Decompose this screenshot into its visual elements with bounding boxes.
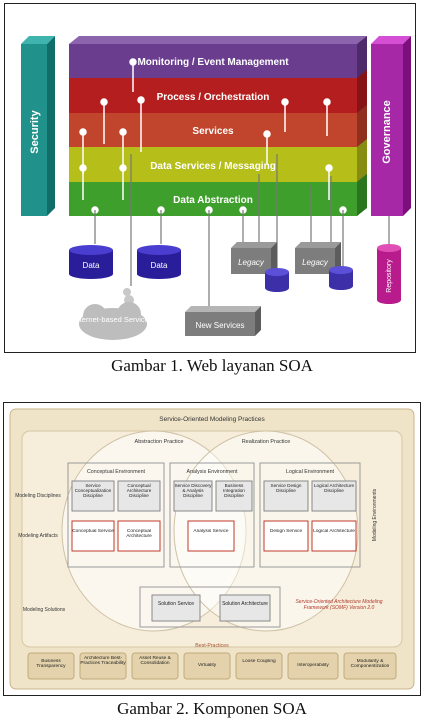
discipline-text-3: Service Discovery & Analysis Discipline bbox=[174, 483, 212, 498]
soa-layer-diagram: Security Governance Monitoring / Event M… bbox=[21, 36, 411, 340]
row-label-solutions: Modeling Solutions bbox=[23, 607, 66, 613]
best-practices-title: Best-Practices bbox=[195, 643, 229, 649]
artifact-box-2 bbox=[117, 520, 161, 552]
legacy-system-1: Legacy bbox=[231, 242, 289, 292]
figure-2-frame: Service-Oriented Modeling Practices Abst… bbox=[3, 402, 421, 696]
discipline-box-4 bbox=[215, 480, 253, 512]
artifact-text-3: Analysis Service bbox=[193, 529, 229, 534]
layer-data-abstraction bbox=[69, 182, 357, 216]
env-label-conceptual: Conceptual Environment bbox=[87, 469, 146, 475]
env-conceptual bbox=[67, 462, 165, 568]
env-logical bbox=[259, 462, 361, 568]
legacy-label-1: Legacy bbox=[238, 258, 265, 267]
row-label-disciplines: Modeling Disciplines bbox=[15, 493, 61, 499]
somf-diagram: Service-Oriented Modeling Practices Abst… bbox=[9, 408, 415, 690]
data-store-2: Data bbox=[137, 245, 181, 279]
artifact-text-2: Conceptual Architecture bbox=[126, 529, 152, 539]
new-services-box: New Services bbox=[185, 306, 261, 336]
best-practice-3: Asset Reuse & Consolidation bbox=[139, 656, 171, 666]
realization-practice-label: Realization Practice bbox=[242, 439, 291, 445]
discipline-box-5 bbox=[263, 480, 309, 512]
somf-framework-note: Service-Oriented Architecture Modeling F… bbox=[295, 599, 383, 611]
best-practice-2: Architecture Best-Practices Traceability bbox=[80, 656, 126, 666]
solution-box-1 bbox=[151, 594, 201, 622]
discipline-text-1: Service Conceptualization Discipline bbox=[74, 483, 112, 498]
data-label-2: Data bbox=[151, 261, 168, 270]
discipline-text-5: Service Design Discipline bbox=[270, 483, 302, 493]
repository-label: Repository bbox=[386, 259, 393, 293]
solution-text-2: Solution Architecture bbox=[222, 601, 268, 607]
best-practice-6: Interoperability bbox=[297, 663, 329, 668]
legacy-system-2: Legacy bbox=[295, 242, 353, 290]
best-practice-5: Loose Coupling bbox=[242, 659, 276, 664]
env-analysis bbox=[169, 462, 255, 568]
layer-label-data-abstraction: Data Abstraction bbox=[173, 195, 253, 206]
governance-label: Governance bbox=[381, 100, 393, 164]
layer-label-process: Process / Orchestration bbox=[157, 92, 270, 103]
data-store-1: Data bbox=[69, 245, 113, 279]
env-label-logical: Logical Environment bbox=[286, 469, 335, 475]
artifact-box-1 bbox=[71, 520, 115, 552]
caption-figure-2: Gambar 2. Komponen SOA bbox=[117, 699, 307, 718]
figure-1-frame: Security Governance Monitoring / Event M… bbox=[4, 3, 416, 353]
solution-box-2 bbox=[219, 594, 271, 622]
best-practice-4: Virtuality bbox=[197, 663, 217, 668]
new-services-label: New Services bbox=[196, 321, 245, 330]
discipline-text-6: Logical Architecture Discipline bbox=[313, 483, 355, 493]
security-label: Security bbox=[29, 109, 41, 153]
layer-services bbox=[69, 113, 357, 147]
best-practice-7: Modularity & Componentization bbox=[350, 659, 390, 669]
internet-cloud: Internet-based Services bbox=[73, 288, 153, 340]
discipline-box-6 bbox=[311, 480, 357, 512]
internet-services-label: Internet-based Services bbox=[73, 315, 152, 324]
somf-title: Service-Oriented Modeling Practices bbox=[159, 416, 265, 423]
solutions-container bbox=[139, 586, 281, 628]
data-label-1: Data bbox=[83, 261, 100, 270]
abstraction-practice-label: Abstraction Practice bbox=[135, 439, 184, 445]
discipline-box-2 bbox=[117, 480, 161, 512]
artifact-text-5: Logical Architecture bbox=[313, 529, 355, 534]
layer-process bbox=[69, 78, 357, 113]
artifact-text-1: Conceptual Service bbox=[72, 529, 114, 534]
best-practice-1: Business Transparency bbox=[36, 659, 66, 669]
security-pillar: Security bbox=[21, 36, 55, 216]
layer-data-services bbox=[69, 147, 357, 182]
layer-monitoring bbox=[69, 44, 357, 78]
modeling-environments-label: Modeling Environments bbox=[372, 488, 378, 541]
artifact-box-4 bbox=[263, 520, 309, 552]
caption-figure-1: Gambar 1. Web layanan SOA bbox=[111, 356, 313, 375]
repository-cylinder: Repository bbox=[377, 244, 401, 304]
env-label-analysis: Analysis Environment bbox=[187, 469, 238, 475]
discipline-box-1 bbox=[71, 480, 115, 512]
discipline-box-3 bbox=[173, 480, 213, 512]
artifact-box-3 bbox=[187, 520, 235, 552]
artifact-box-5 bbox=[311, 520, 357, 552]
layer-label-services: Services bbox=[192, 126, 234, 137]
artifact-text-4: Design Service bbox=[269, 529, 303, 534]
layer-label-data-services: Data Services / Messaging bbox=[150, 161, 276, 172]
row-label-artifacts: Modeling Artifacts bbox=[18, 533, 58, 539]
governance-pillar: Governance bbox=[371, 36, 411, 216]
layer-label-monitoring: Monitoring / Event Management bbox=[137, 57, 289, 68]
legacy-label-2: Legacy bbox=[302, 258, 329, 267]
solution-text-1: Solution Service bbox=[157, 601, 195, 607]
discipline-text-2: Conceptual Architecture Discipline bbox=[126, 483, 152, 498]
discipline-text-4: Business Integration Discipline bbox=[223, 483, 245, 498]
best-practices-row bbox=[27, 652, 397, 680]
